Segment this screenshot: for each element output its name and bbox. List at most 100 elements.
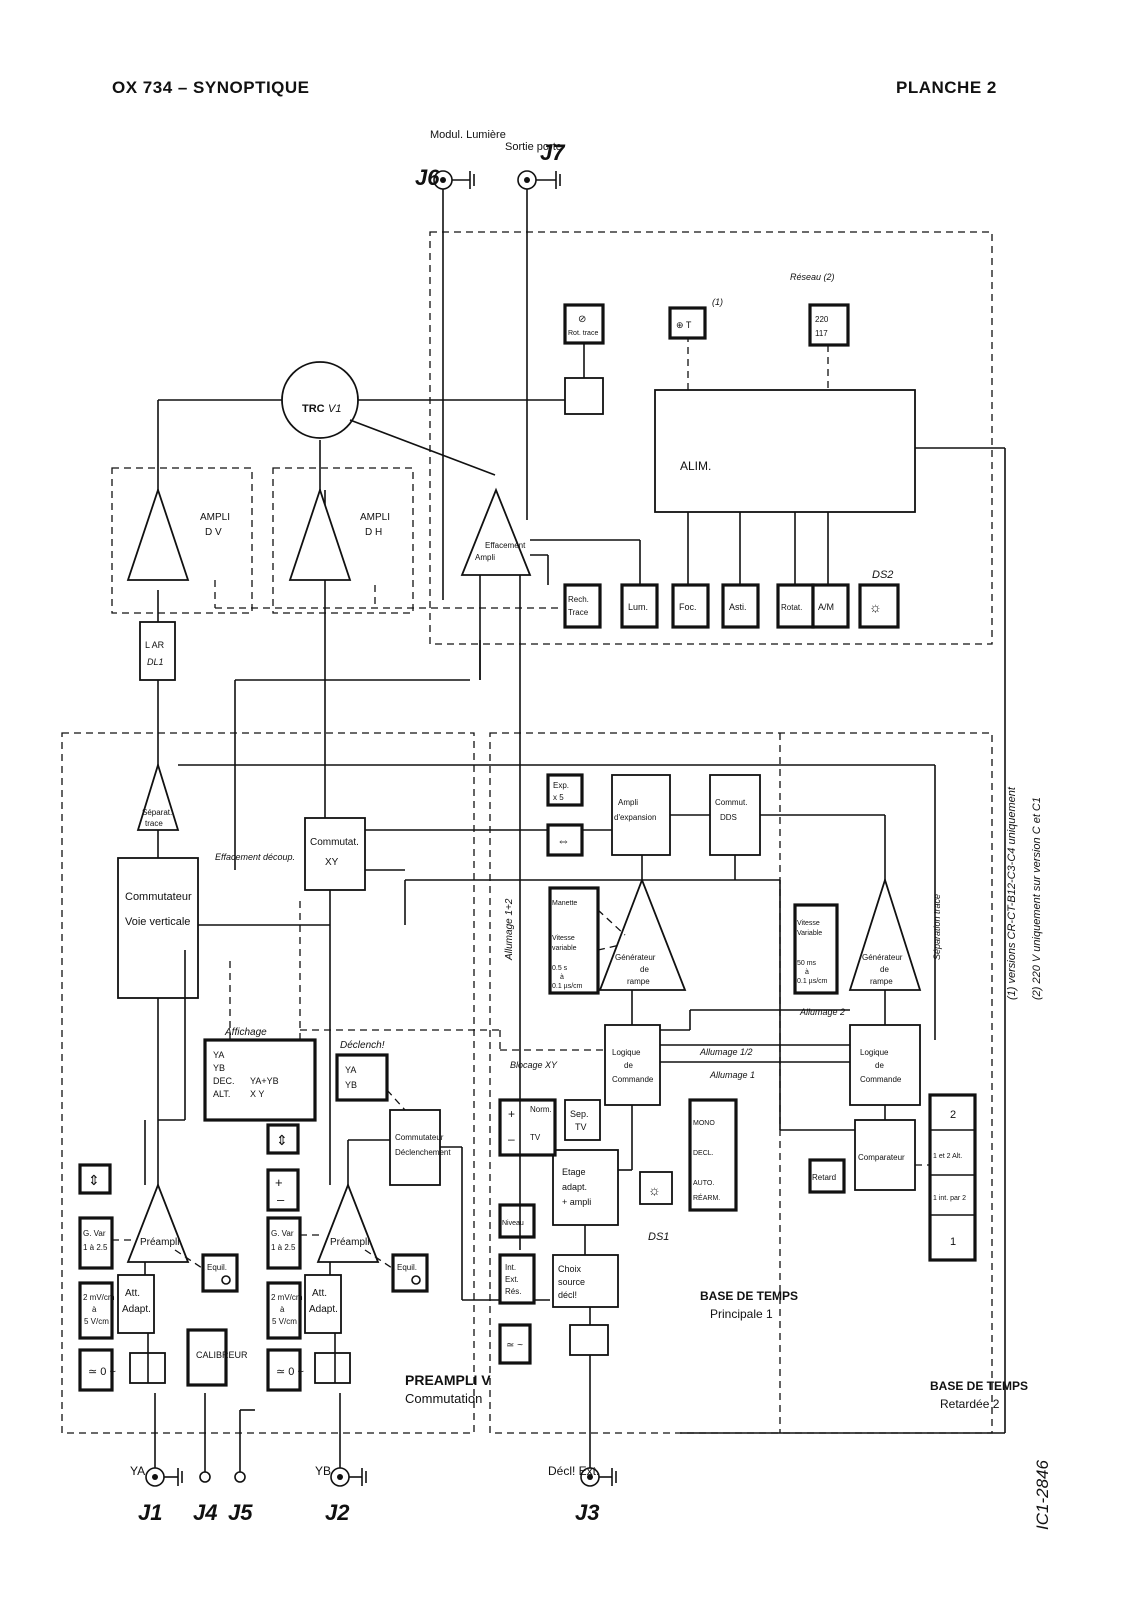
ds2-lamp-icon: ☼ — [869, 599, 882, 615]
foc-label: Foc. — [679, 602, 697, 612]
drawing-number: IC1-2846 — [1033, 1460, 1052, 1530]
gen2-l1: Générateur — [862, 953, 903, 962]
commutateur-voie-verticale — [117, 857, 199, 999]
position-b-button[interactable] — [266, 1123, 300, 1155]
attenuator-b-l1: Att. — [312, 1288, 327, 1299]
speed-selector-2[interactable] — [793, 903, 839, 995]
niveau-knob[interactable] — [498, 1203, 536, 1239]
attenuator-b-l2: Adapt. — [309, 1304, 338, 1315]
ampli-dh — [288, 487, 352, 581]
commutateur-voie-l1: Commutateur — [125, 891, 192, 903]
bdt-opt-1: 1 — [950, 1236, 956, 1248]
gen1-l1: Générateur — [615, 953, 656, 962]
svg-text:⇕: ⇕ — [88, 1172, 100, 1188]
ampli-dv-l1: AMPLI — [200, 512, 230, 523]
affichage-signal: Affichage — [224, 1027, 267, 1038]
j4-label: J4 — [193, 1500, 217, 1525]
generateur-rampe-1 — [598, 877, 687, 991]
reseau-117: 117 — [815, 329, 828, 338]
septv-l1: Sep. — [570, 1109, 589, 1119]
svg-text:≃ 0 ~: ≃ 0 ~ — [88, 1366, 116, 1378]
ampli-dv — [126, 487, 190, 581]
v1-l3: 0.1 µs/cm — [552, 983, 583, 990]
bdt1-section-l1: BASE DE TEMPS — [700, 1289, 798, 1303]
v1-l1: 0.5 s — [552, 965, 568, 972]
niveau-label: Niveau — [502, 1220, 524, 1227]
bdt-selector[interactable] — [928, 1093, 977, 1262]
int-ext-res-switch[interactable] — [498, 1253, 536, 1305]
svg-text:–: – — [508, 1132, 515, 1146]
svg-text:⇕: ⇕ — [276, 1132, 288, 1148]
rech-trace-button[interactable] — [563, 583, 602, 629]
reseau-selector[interactable] — [808, 303, 850, 347]
range-b-l1: 2 mV/cm — [271, 1293, 303, 1302]
attenuator-a — [117, 1274, 155, 1334]
position-a-button[interactable] — [78, 1163, 112, 1195]
ampli-dv-l2: D V — [205, 527, 222, 538]
am-label: A/M — [818, 602, 834, 612]
fuse-note: (1) — [712, 297, 723, 307]
coupling-ext[interactable] — [498, 1323, 532, 1365]
manette-label: Manette — [552, 900, 577, 907]
header-left-title: OX 734 – SYNOPTIQUE — [112, 78, 310, 97]
rotation-label: Rotat. — [781, 603, 802, 612]
logique2-l3: Commande — [860, 1075, 902, 1084]
gen2-l2: de — [880, 965, 889, 974]
range-switch-b — [266, 1281, 302, 1340]
j6-signal-label: Modul. Lumière — [430, 129, 506, 141]
j3-label: J3 — [575, 1500, 599, 1525]
mode-decl-switch[interactable] — [688, 1098, 738, 1212]
note-2: (2) 220 V uniquement sur version C et C1 — [1031, 797, 1043, 1000]
j7-signal-label: Sortie porte — [505, 141, 562, 153]
allumage-1-signal: Allumage 1 — [709, 1070, 755, 1080]
gvar-a-l1: G. Var — [83, 1229, 106, 1238]
choix-l3: décl! — [558, 1290, 577, 1300]
coupling-switch-a — [78, 1348, 114, 1392]
ds1-lamp-icon: ☼ — [648, 1182, 661, 1198]
j6-label: J6 — [415, 165, 440, 190]
preampli-a — [126, 1182, 190, 1263]
svg-text:+: + — [508, 1107, 515, 1121]
v1-l2: à — [560, 974, 564, 981]
commutateur-declenchement — [389, 1109, 441, 1186]
asti-label: Asti. — [729, 602, 747, 612]
retard-knob[interactable] — [808, 1158, 846, 1194]
frame-preampli — [61, 732, 475, 1434]
speed-selector-1[interactable] — [548, 886, 600, 995]
foc-knob[interactable] — [671, 583, 710, 629]
ligne-a-retard — [139, 621, 176, 681]
gain-var-b — [266, 1216, 302, 1270]
ds2-label: DS2 — [872, 569, 893, 581]
preampli-a-label: Préampli — [140, 1237, 179, 1248]
invert-b-button[interactable] — [266, 1168, 300, 1212]
choix-l2: source — [558, 1277, 585, 1287]
slope-norm-tv-switch[interactable] — [498, 1098, 557, 1157]
lum-label: Lum. — [628, 602, 648, 612]
am-switch[interactable] — [811, 583, 850, 629]
asti-knob[interactable] — [721, 583, 760, 629]
vvar1-l2: variable — [552, 945, 577, 952]
j1-signal-label: YA — [130, 1464, 145, 1478]
allumage-12b-signal: Allumage 1/2 — [699, 1047, 753, 1057]
lum-knob[interactable] — [620, 583, 659, 629]
trigger-selector[interactable] — [335, 1053, 389, 1102]
rot-trace-l1: ⊘ — [578, 314, 586, 325]
logique1-l2: de — [624, 1061, 633, 1070]
ampexp-l2: d'expansion — [614, 813, 656, 822]
exp-x5-button[interactable] — [546, 773, 584, 807]
alim-block — [654, 389, 916, 513]
position-x-button[interactable] — [546, 823, 584, 857]
ampli-effacement — [460, 487, 532, 576]
mode-alt: ALT. — [213, 1089, 230, 1099]
mode-auto: AUTO. — [693, 1180, 714, 1187]
equil-b-button[interactable] — [391, 1253, 429, 1293]
mode-yb: YB — [213, 1063, 225, 1073]
rotation-control[interactable] — [776, 583, 815, 629]
mode-selector[interactable] — [203, 1038, 317, 1122]
ds2-lamp — [858, 583, 900, 629]
ampli-dh-l1: AMPLI — [360, 512, 390, 523]
input-relay-b — [314, 1352, 351, 1384]
equil-a-button[interactable] — [201, 1253, 239, 1293]
mode-mono: MONO — [693, 1120, 715, 1127]
